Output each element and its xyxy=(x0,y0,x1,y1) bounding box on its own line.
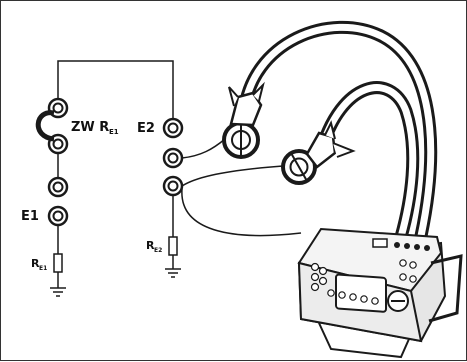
ground-symbol-right xyxy=(165,268,181,278)
meter-stand xyxy=(318,322,410,359)
meter-clamp-socket xyxy=(372,238,388,248)
label-e1: E1 xyxy=(21,209,39,224)
resistor-re2 xyxy=(168,236,178,256)
top-connection-wire xyxy=(57,60,174,119)
label-re2-subscript: E2 xyxy=(154,247,162,254)
meter-buttons-right xyxy=(399,259,417,283)
label-re1: R xyxy=(31,257,40,270)
terminal-e2 xyxy=(162,117,184,139)
meter-buttons-left xyxy=(310,262,328,292)
cable-2 xyxy=(314,81,420,239)
earth-tester-meter xyxy=(297,227,463,359)
meter-input-sockets xyxy=(394,242,430,251)
cable-1 xyxy=(237,20,438,238)
label-zw-subscript: E1 xyxy=(109,128,119,136)
meter-buttons-bottom xyxy=(327,289,379,305)
resistor-re1 xyxy=(53,253,63,273)
clamp1-lead-wire xyxy=(181,138,226,159)
terminal-left-middle xyxy=(47,176,69,198)
return-wire xyxy=(181,188,302,237)
label-e2: E2 xyxy=(137,121,155,136)
terminal-right-lower xyxy=(162,175,184,197)
label-re2: R xyxy=(146,239,155,252)
jumper-loop xyxy=(35,110,55,142)
ground-symbol-left xyxy=(50,287,66,297)
label-re1-subscript: E1 xyxy=(39,265,47,272)
current-clamp-1 xyxy=(222,81,265,159)
terminal-e1 xyxy=(47,205,69,227)
current-clamp-2 xyxy=(281,120,356,185)
label-zw: ZW R xyxy=(71,120,109,135)
meter-side-handle xyxy=(428,254,463,323)
terminal-right-middle xyxy=(162,147,184,169)
clamp2-lead-wire xyxy=(181,165,284,187)
